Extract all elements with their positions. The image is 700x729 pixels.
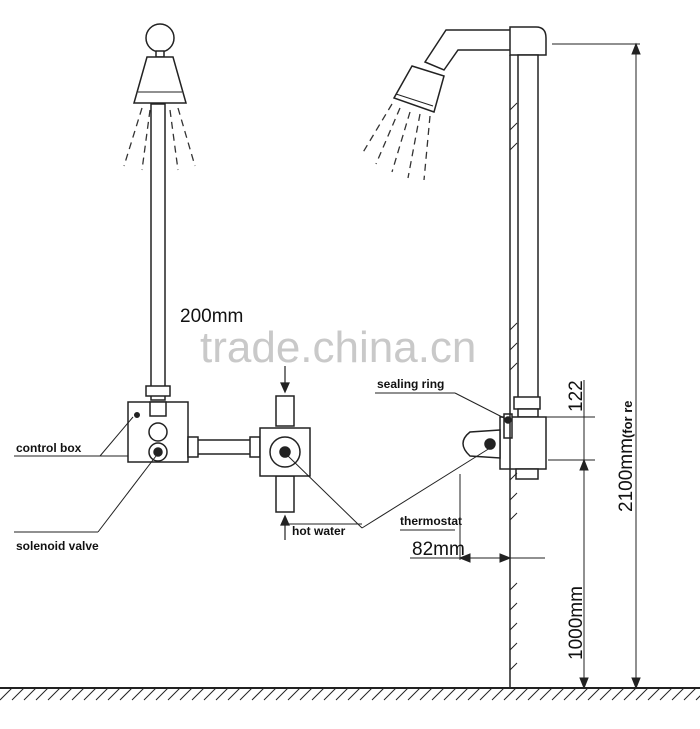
dimension-2100mm-note: (for re (620, 401, 635, 439)
dimension-82mm: 82mm (412, 539, 465, 560)
left-thermostat-valve (259, 395, 311, 513)
horizontal-supply-pipe (187, 436, 261, 458)
dimension-122: 122 (566, 380, 587, 412)
thermostat-label: thermostat (400, 514, 462, 528)
right-water-spray (361, 103, 431, 181)
watermark: trade.china.cn (200, 323, 476, 372)
dimension-2100mm-value: 2100mm (616, 438, 637, 512)
right-thermostat-valve (462, 413, 547, 480)
left-shower-head (133, 23, 187, 104)
control-box-label: control box (16, 441, 82, 455)
right-riser-fitting (513, 396, 541, 418)
hot-water-label: hot water (292, 524, 346, 538)
dimension-1000mm: 1000mm (566, 586, 587, 660)
right-shower-arm (423, 26, 547, 400)
left-riser-pipe (145, 103, 171, 401)
hot-water-arrows (280, 366, 290, 540)
solenoid-valve-label: solenoid valve (16, 539, 99, 553)
dimension-lines (410, 42, 641, 690)
floor (0, 687, 700, 701)
dimension-2100mm: 2100mm(for re (616, 401, 637, 512)
leader-lines (14, 392, 509, 533)
dimension-200mm: 200mm (180, 306, 243, 327)
wall (509, 55, 518, 688)
sealing-ring-label: sealing ring (377, 377, 444, 391)
right-shower-head (392, 65, 445, 113)
